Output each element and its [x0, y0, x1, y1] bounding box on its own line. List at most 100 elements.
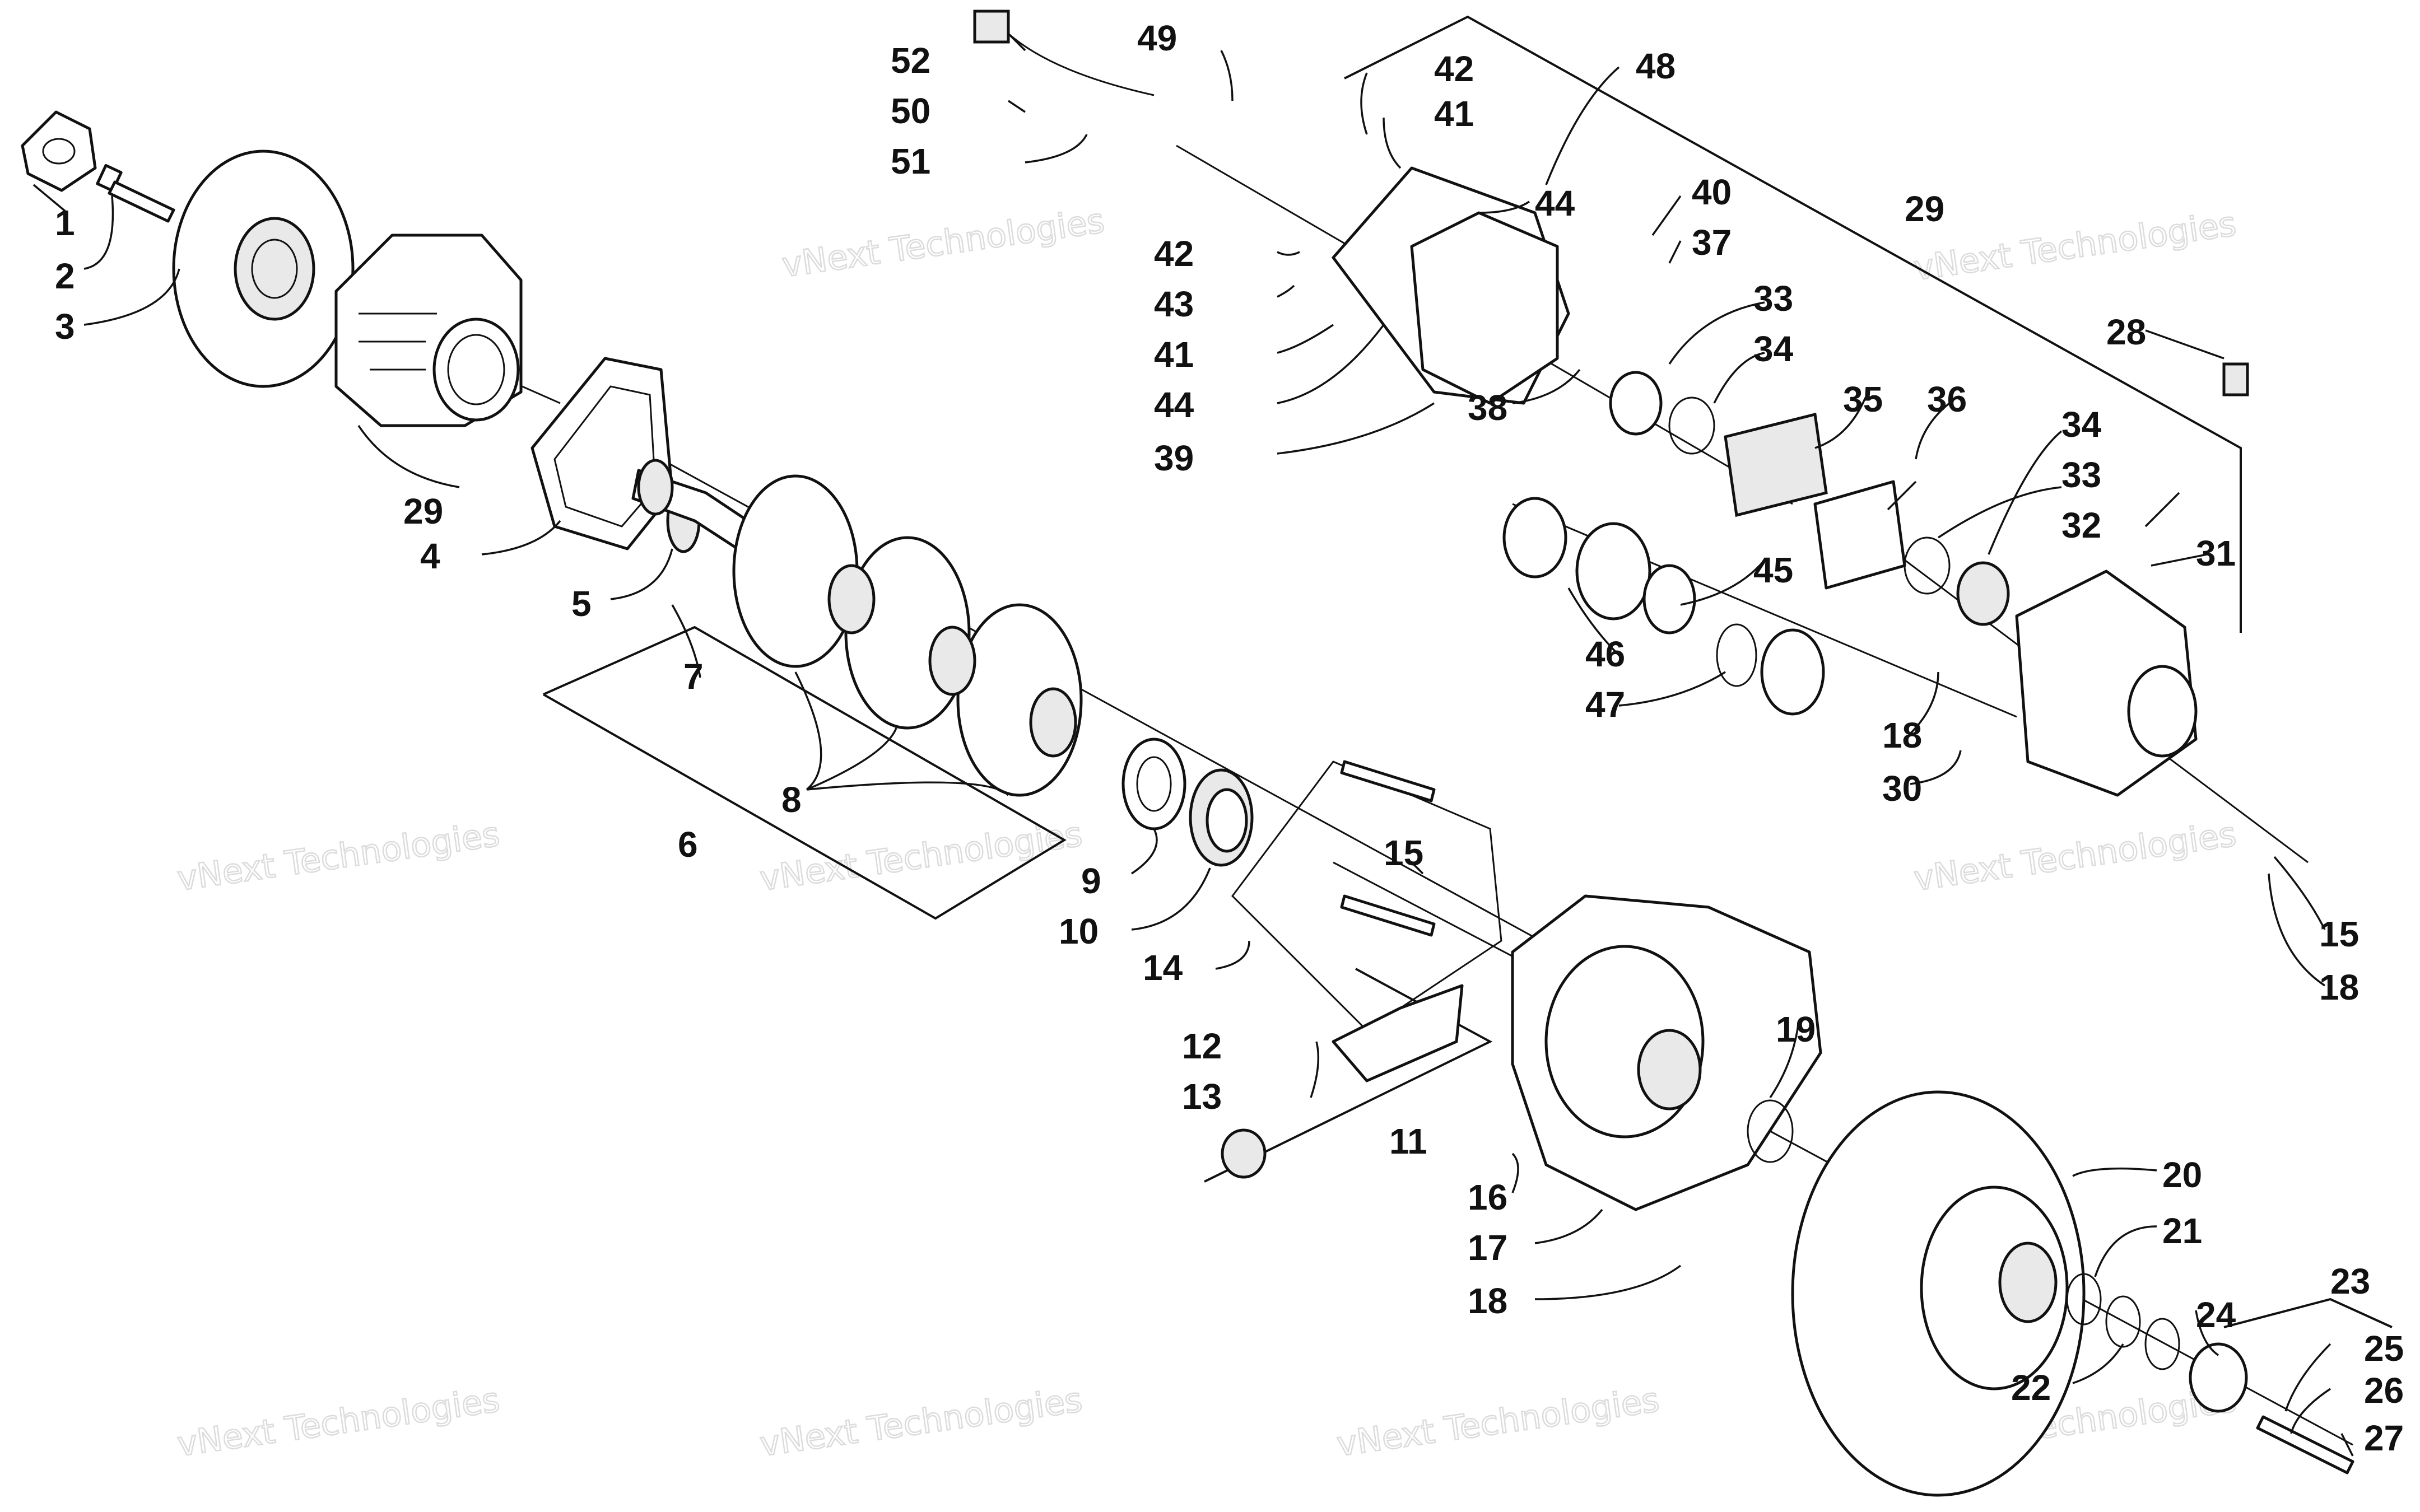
callout-42b: 42	[1154, 234, 1194, 274]
callout-34b: 34	[2061, 404, 2102, 445]
part-3-drive-sheave	[172, 150, 355, 388]
callout-13: 13	[1182, 1076, 1222, 1117]
callout-3: 3	[55, 306, 75, 347]
part-13-cap	[1221, 1128, 1267, 1179]
callout-41b: 41	[1154, 334, 1194, 375]
callout-42a: 42	[1434, 49, 1474, 89]
callout-6: 6	[678, 824, 698, 865]
part-2-bolt	[96, 164, 175, 223]
callout-10: 10	[1059, 911, 1099, 951]
part-10-bearing	[1189, 768, 1254, 867]
part-8-sprockets	[732, 474, 1083, 797]
callout-37: 37	[1692, 222, 1732, 263]
bracket-29	[1344, 15, 2242, 633]
part-31-bearing-housing	[2015, 570, 2198, 797]
bracket-11	[1204, 968, 1493, 1183]
part-11-bracket	[1332, 984, 1464, 1082]
part-sensor-wire	[1008, 32, 1155, 96]
callout-5: 5	[571, 584, 592, 624]
part-29-chaincase-housing-left	[334, 234, 523, 427]
callout-18a: 18	[1468, 1281, 1507, 1321]
part-1-nut	[21, 110, 97, 192]
callout-18c: 18	[2319, 967, 2359, 1007]
callout-12: 12	[1182, 1026, 1222, 1066]
watermark: vNext Technologies	[757, 1380, 1085, 1466]
callout-48: 48	[1636, 46, 1676, 86]
watermark-text: vNext Technologies	[780, 201, 1107, 285]
part-24-washer	[2189, 1342, 2248, 1413]
part-17-chaincase	[1511, 894, 1822, 1211]
callout-41a: 41	[1434, 94, 1474, 134]
callout-38: 38	[1468, 388, 1507, 428]
callout-11: 11	[1389, 1121, 1427, 1161]
callout-25: 25	[2364, 1328, 2404, 1369]
callout-17: 17	[1468, 1228, 1507, 1268]
callout-34a: 34	[1753, 329, 1794, 369]
callout-33b: 33	[2061, 455, 2101, 495]
callout-labels: 1 2 3 4 5 6 7 8 9 10 11 12 13 14 15 15 1…	[55, 18, 2404, 1458]
callout-20: 20	[2162, 1155, 2202, 1195]
callout-18b: 18	[1882, 715, 1922, 755]
part-27-bolt	[2256, 1415, 2354, 1474]
callout-24: 24	[2196, 1295, 2236, 1335]
part-15-bolts	[1340, 760, 1436, 937]
callout-27: 27	[2364, 1418, 2404, 1458]
callout-44b: 44	[1154, 385, 1194, 425]
callout-43: 43	[1154, 284, 1194, 324]
watermark: vNext Technologies	[174, 814, 502, 900]
callout-2: 2	[55, 256, 75, 296]
callout-39: 39	[1154, 438, 1194, 478]
callout-51: 51	[891, 141, 930, 181]
callout-9: 9	[1081, 861, 1101, 901]
callout-8: 8	[781, 780, 802, 820]
watermark-text: vNext Technologies	[1911, 815, 2238, 899]
callout-21: 21	[2162, 1211, 2202, 1251]
callout-23: 23	[2330, 1261, 2370, 1301]
part-45-46-47-bearings	[1502, 497, 1825, 716]
callout-50: 50	[891, 91, 930, 131]
watermark: vNext Technologies	[1911, 814, 2239, 900]
watermark: vNext Technologies	[1911, 204, 2239, 290]
callout-7: 7	[683, 656, 704, 697]
callout-22: 22	[2011, 1368, 2051, 1408]
callout-28: 28	[2106, 312, 2146, 352]
callout-46: 46	[1585, 634, 1625, 674]
watermark-text: vNext Technologies	[757, 1380, 1085, 1464]
part-34-snap-ring	[1668, 396, 1951, 595]
callout-31: 31	[2196, 533, 2236, 573]
callout-36: 36	[1927, 379, 1967, 419]
bracket-23	[2223, 1298, 2393, 1328]
watermark: vNext Technologies	[1334, 1380, 1662, 1466]
callout-15b: 15	[2319, 914, 2359, 954]
part-20-driven-clutch	[1791, 1090, 2086, 1497]
part-9-seal	[1121, 738, 1186, 830]
watermark-text: vNext Technologies	[175, 815, 502, 899]
watermark-text: vNext Technologies	[1334, 1380, 1662, 1464]
callout-52: 52	[891, 40, 930, 81]
callout-32: 32	[2061, 505, 2101, 545]
part-19-oring	[1747, 1099, 1794, 1163]
callout-47: 47	[1585, 684, 1625, 725]
watermark: vNext Technologies	[779, 200, 1107, 286]
callout-30: 30	[1882, 768, 1922, 809]
leader-lines	[32, 32, 2354, 1457]
callout-49: 49	[1137, 18, 1177, 58]
callout-15a: 15	[1384, 833, 1423, 873]
callout-45: 45	[1753, 550, 1793, 590]
callout-19: 19	[1776, 1009, 1816, 1049]
callout-29a: 29	[403, 491, 443, 531]
watermark-text: vNext Technologies	[1911, 204, 2238, 288]
callout-4: 4	[420, 536, 440, 576]
callout-44a: 44	[1535, 183, 1575, 223]
callout-14: 14	[1143, 948, 1183, 988]
callout-29b: 29	[1905, 189, 1944, 229]
part-52-sensor-connector	[973, 10, 1010, 44]
callout-16: 16	[1468, 1177, 1507, 1217]
part-28-cap	[2222, 362, 2249, 396]
group-brackets	[543, 15, 2393, 1328]
watermark: vNext Technologies	[174, 1380, 502, 1466]
callout-1: 1	[55, 203, 75, 243]
callout-26: 26	[2364, 1370, 2404, 1411]
part-33-bushing	[1609, 371, 2010, 626]
